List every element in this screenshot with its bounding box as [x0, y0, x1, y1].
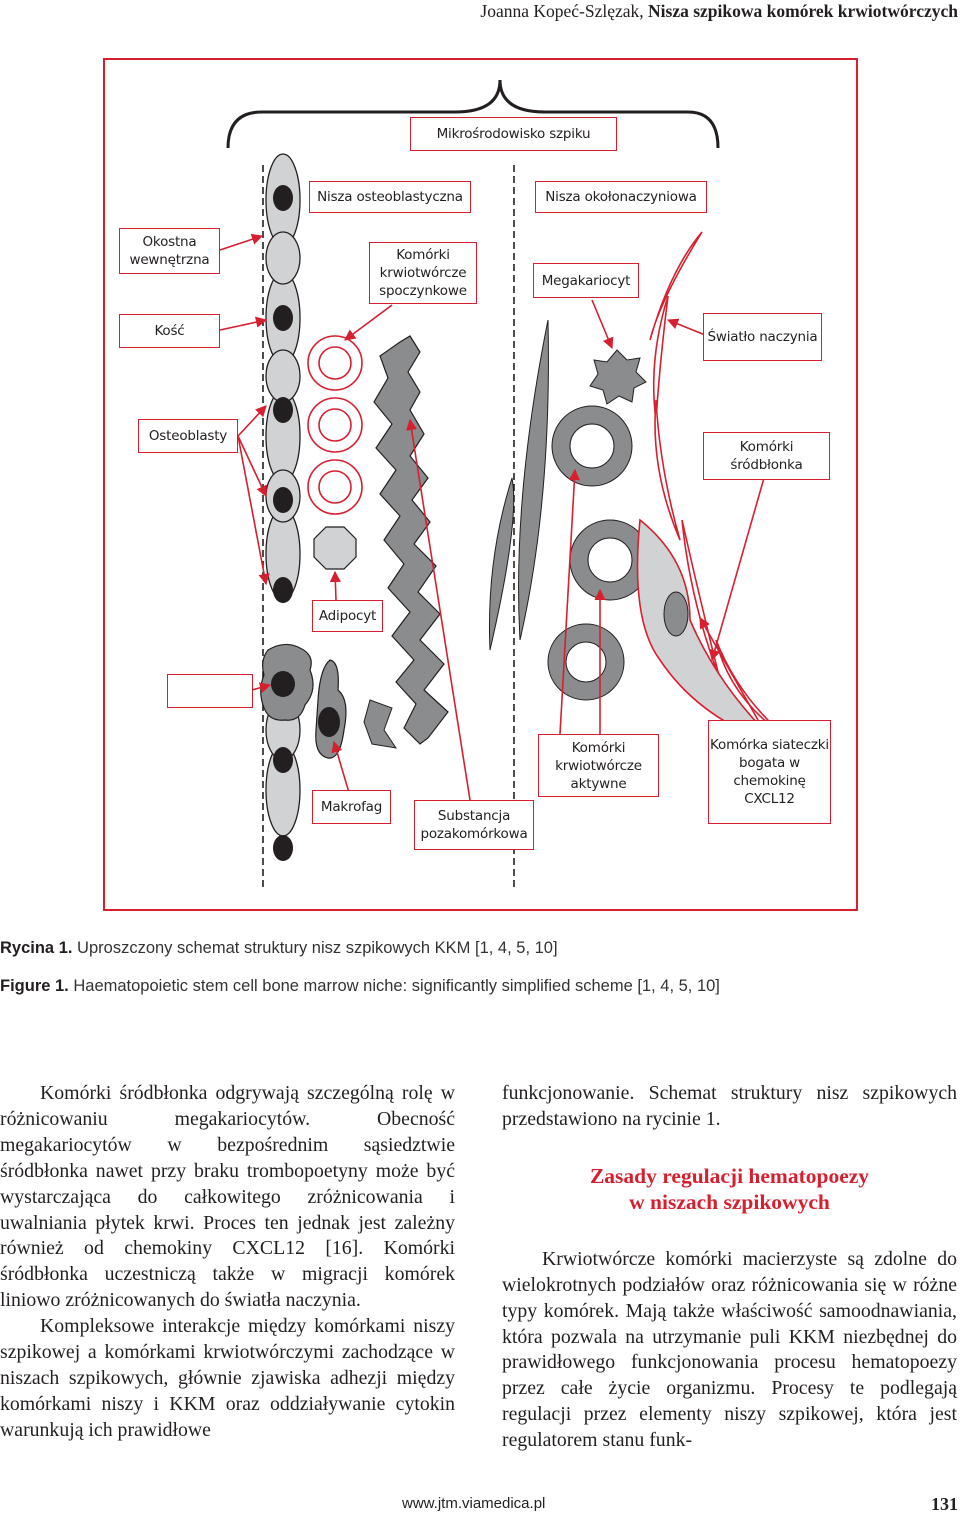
label-resting-hsc: Komórki krwiotwórcze spoczynkowe	[369, 242, 477, 304]
running-head: Joanna Kopeć-Szlęzak, Nisza szpikowa kom…	[480, 0, 958, 22]
page-number: 131	[931, 1494, 958, 1514]
caption-english-text: Haematopoietic stem cell bone marrow nic…	[68, 977, 720, 995]
label-perivascular-niche: Nisza okołonaczyniowa	[535, 181, 707, 213]
osteoclast-cell	[260, 643, 314, 721]
extracellular-matrix	[373, 335, 449, 745]
label-megakaryocyte: Megakariocyt	[533, 263, 639, 298]
label-extracellular-matrix: Substancja pozakomórkowa	[414, 800, 534, 850]
megakaryocyte-cell	[589, 349, 647, 405]
label-bone: Kość	[119, 314, 220, 348]
macrophage-cell	[315, 659, 347, 759]
resting-hsc	[307, 335, 363, 515]
adipocyte-cell	[313, 526, 357, 570]
body-paragraph: Krwiotwórcze komórki macierzyste są zdol…	[502, 1247, 957, 1452]
figure-frame	[103, 58, 858, 911]
label-reticular-cell: Komórka siateczki bogata w chemokinę CXC…	[708, 720, 831, 824]
running-head-title: Nisza szpikowa komórek krwiotwórczych	[648, 1, 958, 21]
section-heading: Zasady regulacji hematopoezy w niszach s…	[502, 1163, 957, 1215]
body-column-right: funkcjonowanie. Schemat struktury nisz s…	[502, 1081, 957, 1454]
label-macrophage: Makrofag	[312, 790, 391, 824]
pointer-arrows	[219, 233, 765, 801]
label-adipocyte: Adipocyt	[312, 600, 383, 632]
niche-diagram	[219, 79, 791, 890]
section-heading-line-1: Zasady regulacji hematopoezy	[589, 1163, 870, 1188]
running-head-author: Joanna Kopeć-Szlęzak,	[480, 1, 644, 21]
footer-url[interactable]: www.jtm.viamedica.pl	[402, 1495, 546, 1512]
active-hsc	[547, 405, 651, 701]
caption-english: Figure 1. Haematopoietic stem cell bone …	[0, 977, 720, 996]
section-heading-line-2: w niszach szpikowych	[629, 1189, 830, 1214]
label-osteoblastic-niche: Nisza osteoblastyczna	[309, 181, 471, 213]
label-microenvironment: Mikrośrodowisko szpiku	[410, 117, 617, 151]
label-osteoclast	[167, 674, 253, 708]
body-column-left: Komórki śródbłonka odgrywają szczególną …	[0, 1081, 455, 1444]
body-paragraph: funkcjonowanie. Schemat struktury nisz s…	[502, 1082, 957, 1130]
label-active-hsc: Komórki krwiotwórcze aktywne	[538, 734, 659, 797]
caption-polish-text: Uproszczony schemat struktury nisz szpik…	[72, 939, 558, 957]
matrix-fragment	[363, 699, 398, 749]
brace	[226, 79, 720, 149]
label-osteoblasts: Osteoblasty	[138, 419, 238, 453]
label-endosteum: Okostna wewnętrzna	[119, 228, 220, 274]
body-paragraph: Komórki śródbłonka odgrywają szczególną …	[0, 1082, 455, 1312]
spindle-cell-2	[488, 477, 515, 651]
caption-polish-label: Rycina 1.	[0, 939, 73, 957]
spindle-cell-1	[518, 319, 549, 641]
body-paragraph: Kompleksowe interakcje między komórkami …	[0, 1315, 455, 1441]
label-vessel-lumen: Światło naczynia	[703, 313, 822, 361]
label-endothelial-cells: Komórki śródbłonka	[703, 432, 830, 480]
osteoblast-nuclei	[273, 185, 293, 861]
caption-english-label: Figure 1.	[0, 977, 69, 995]
caption-polish: Rycina 1. Uproszczony schemat struktury …	[0, 939, 558, 958]
